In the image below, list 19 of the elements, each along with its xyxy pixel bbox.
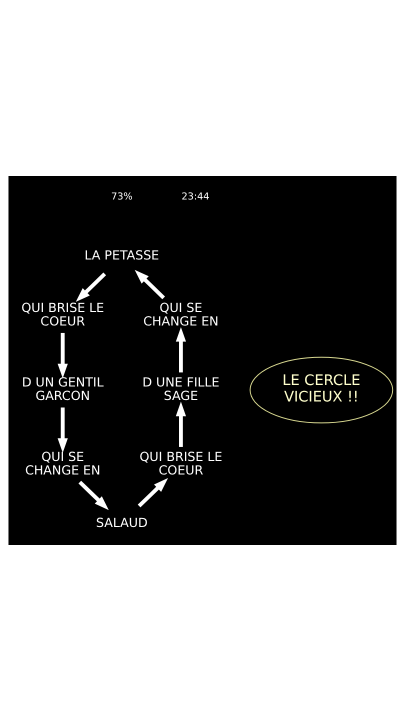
arrow xyxy=(58,332,68,378)
node-text: D UNE FILLE SAGE xyxy=(142,374,220,403)
arrow xyxy=(76,272,106,302)
label: 73% xyxy=(111,191,133,202)
arrow xyxy=(138,478,168,507)
node-text: QUI BRISE LE COEUR xyxy=(21,300,104,328)
node-text: SALAUD xyxy=(96,514,148,530)
node-text: D UN GENTIL GARCON xyxy=(22,374,104,403)
node-text: LA PETASSE xyxy=(84,247,160,262)
node-text: QUI SE CHANGE EN xyxy=(25,448,100,478)
node-ellipse: LE CERCLE VICIEUX !! xyxy=(250,356,394,423)
node-text: QUI BRISE LE COEUR xyxy=(140,448,222,478)
arrow xyxy=(58,406,68,452)
arrow xyxy=(134,269,165,299)
label: 23:44 xyxy=(182,191,210,202)
node-text: QUI SE CHANGE EN xyxy=(143,300,219,328)
arrow xyxy=(176,401,186,446)
arrow xyxy=(78,480,109,510)
arrow xyxy=(176,326,186,372)
